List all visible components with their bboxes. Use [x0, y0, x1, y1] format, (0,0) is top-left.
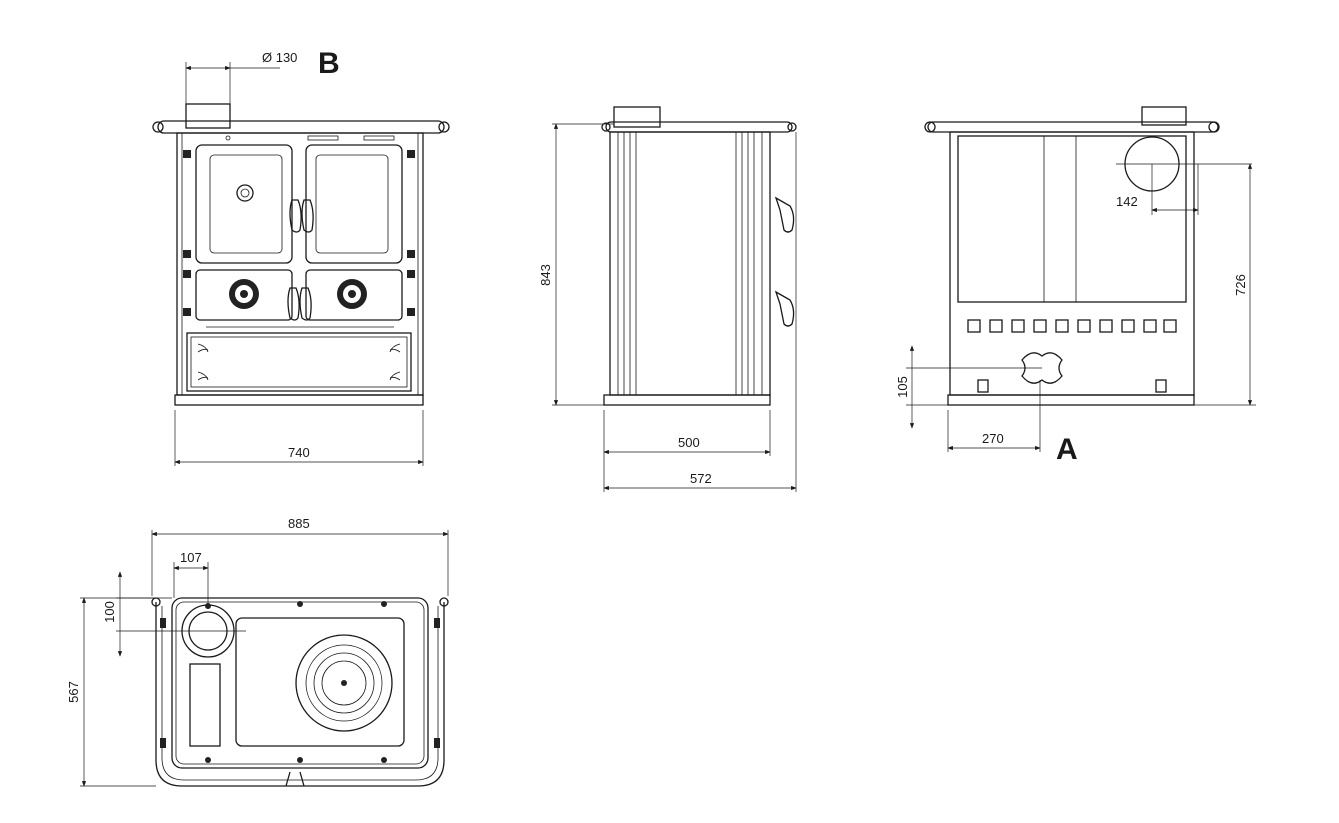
door-handle-icon	[289, 199, 302, 233]
flue-marker-b: B	[318, 47, 340, 80]
rear-air-inlet	[1021, 352, 1063, 384]
side-handle-upper-icon	[774, 196, 795, 233]
side-body	[609, 131, 771, 396]
side-handle-lower-icon	[774, 290, 795, 327]
side-depth-body-label: 500	[678, 435, 700, 450]
thermometer-icon	[236, 184, 254, 202]
rear-flue-offset-label: 142	[1116, 194, 1138, 209]
ornament-icon	[197, 343, 209, 381]
rear-outlet-offset-label: 270	[982, 431, 1004, 446]
front-flue-pipe	[185, 103, 231, 129]
side-view: 843 500 572	[538, 106, 797, 492]
outlet-marker-a: A	[1056, 433, 1078, 466]
rear-body	[949, 131, 1195, 396]
hotplate-rings	[295, 634, 393, 732]
top-flue-x-label: 107	[180, 550, 202, 565]
height-label: 843	[538, 264, 553, 286]
front-wood-drawer	[186, 332, 412, 392]
top-flue-y-label: 100	[102, 601, 117, 623]
top-fuel-hatch	[189, 663, 221, 747]
front-body	[176, 132, 424, 396]
rear-outlet-height-label: 105	[895, 376, 910, 398]
top-handle-icon	[285, 771, 305, 787]
side-depth-total-label: 572	[690, 471, 712, 486]
front-oven-door	[195, 144, 293, 264]
cooking-area	[235, 617, 405, 747]
rear-flue-pipe	[1141, 106, 1187, 126]
cooktop-plate	[171, 597, 429, 769]
top-view: 885 107 100 567	[66, 516, 449, 787]
front-top-rail	[157, 120, 445, 134]
rear-flue-height-label: 726	[1233, 274, 1248, 296]
top-width-label: 885	[288, 516, 310, 531]
front-view: Ø 130 B 740	[152, 47, 450, 466]
top-rail	[155, 602, 445, 787]
side-flue-pipe	[613, 106, 661, 128]
air-regulator-left-icon	[229, 279, 259, 309]
rear-vent-row	[967, 319, 1177, 333]
front-width-label: 740	[288, 445, 310, 460]
top-depth-label: 567	[66, 681, 81, 703]
rear-view: 142 726 105 270 A	[895, 106, 1256, 466]
air-regulator-right-icon	[337, 279, 367, 309]
front-fire-door	[305, 144, 403, 264]
flue-diameter-label: Ø 130	[262, 50, 297, 65]
